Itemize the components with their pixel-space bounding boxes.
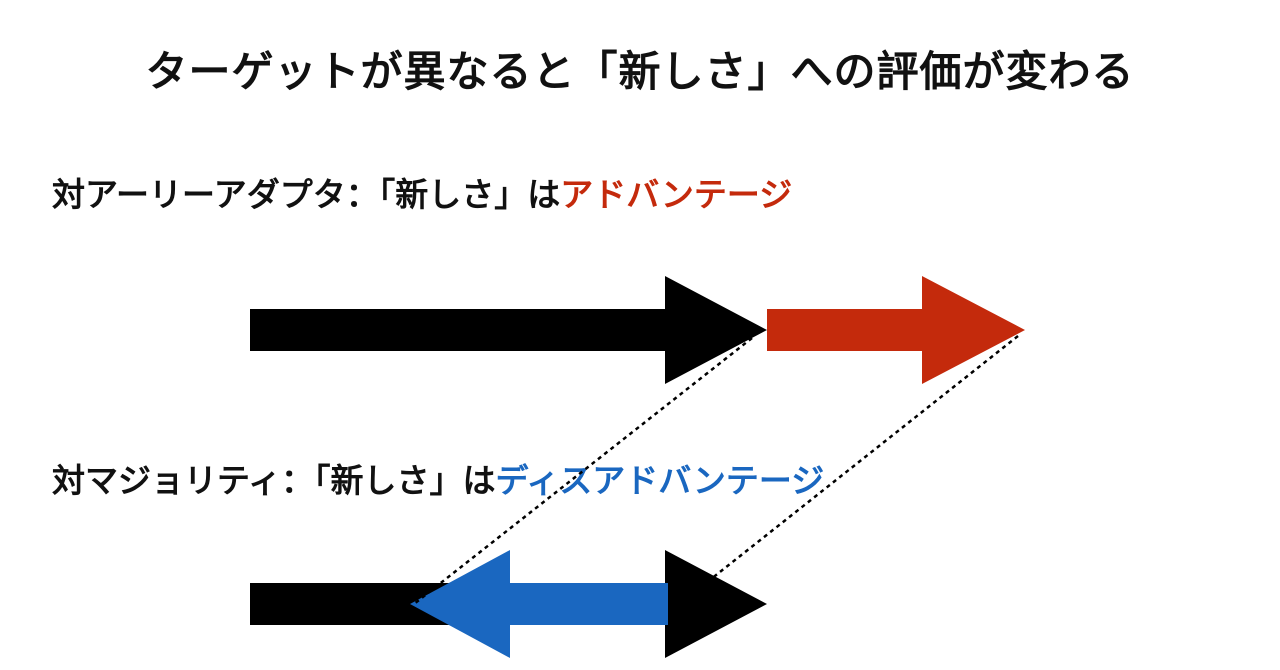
connector-line-left [413,337,753,605]
diagram-title: ターゲットが異なると「新しさ」への評価が変わる [145,47,1135,96]
majority-prefix: 対マジョリティ：「新しさ」は [52,461,496,500]
advantage-arrow [767,276,1025,384]
connector-line-right [705,335,1019,584]
early-adopter-label: 対アーリーアダプタ：「新しさ」はアドバンテージ [52,168,792,216]
early-base-arrow [250,276,767,384]
early-adopter-prefix: 対アーリーアダプタ：「新しさ」は [52,175,561,214]
disadvantage-arrow [410,550,668,658]
majority-label: 対マジョリティ：「新しさ」はディスアドバンテージ [52,454,824,502]
advantage-text: アドバンテージ [560,175,793,214]
disadvantage-text: ディスアドバンテージ [495,461,825,500]
